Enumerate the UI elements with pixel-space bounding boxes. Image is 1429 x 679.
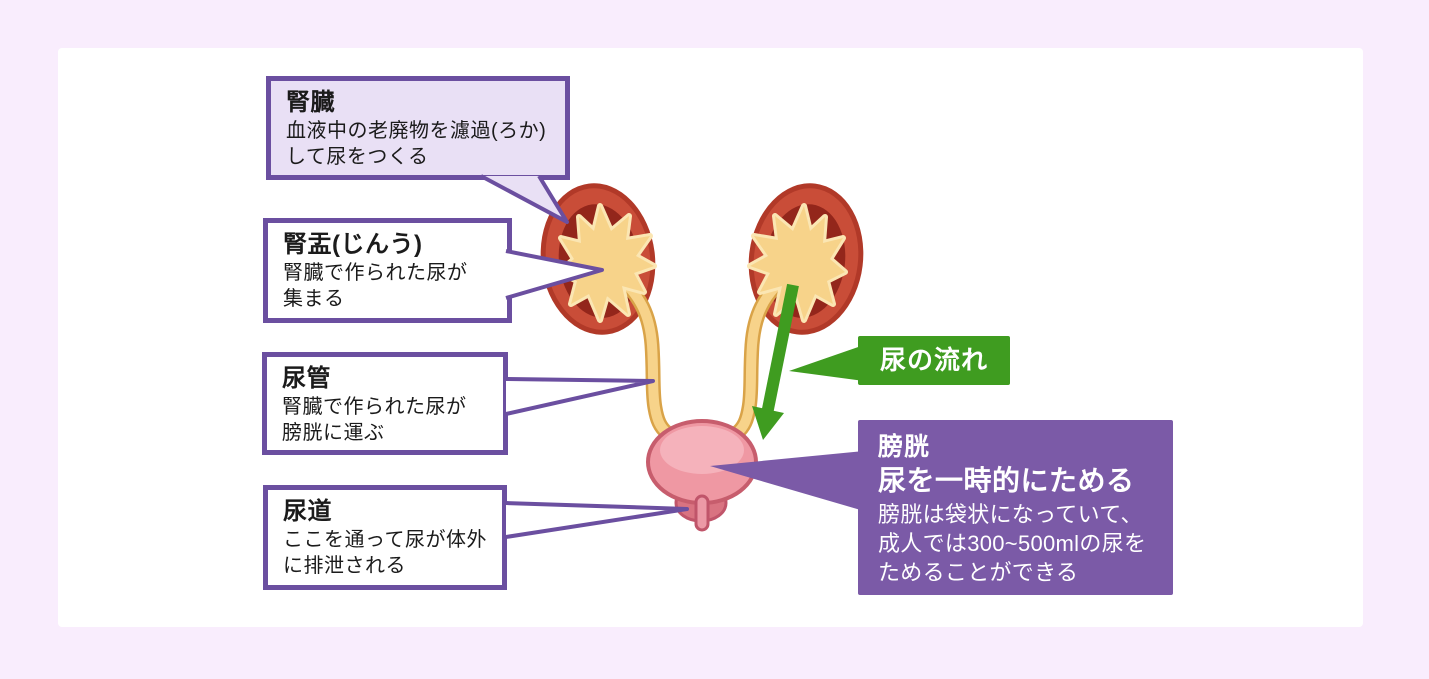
callout-bladder-body: 膀胱は袋状になっていて、 成人では300~500mlの尿を ためることができる (878, 501, 1147, 586)
callout-bladder-subtitle: 尿を一時的にためる (878, 465, 1135, 496)
callout-renal-pelvis-body: 腎臓で作られた尿が 集まる (283, 261, 468, 311)
callout-ureter-title: 尿管 (282, 365, 331, 392)
callout-urethra-title: 尿道 (283, 498, 332, 525)
callout-kidney: 腎臓 血液中の老廃物を濾過(ろか) して尿をつくる (266, 76, 570, 180)
callout-ureter: 尿管 腎臓で作られた尿が 膀胱に運ぶ (262, 352, 508, 455)
callout-bladder: 膀胱 尿を一時的にためる 膀胱は袋状になっていて、 成人では300~500mlの… (858, 420, 1173, 595)
callout-renal-pelvis: 腎盂(じんう) 腎臓で作られた尿が 集まる (263, 218, 512, 323)
callout-bladder-title: 膀胱 (878, 433, 931, 461)
callout-ureter-body: 腎臓で作られた尿が 膀胱に運ぶ (282, 395, 467, 445)
callout-urethra: 尿道 ここを通って尿が体外 に排泄される (263, 485, 507, 590)
callout-urethra-body: ここを通って尿が体外 に排泄される (283, 528, 487, 578)
callout-kidney-body: 血液中の老廃物を濾過(ろか) して尿をつくる (286, 119, 547, 169)
callout-kidney-title: 腎臓 (286, 89, 335, 116)
urine-flow-label: 尿の流れ (858, 336, 1010, 385)
callout-renal-pelvis-title: 腎盂(じんう) (283, 231, 423, 258)
